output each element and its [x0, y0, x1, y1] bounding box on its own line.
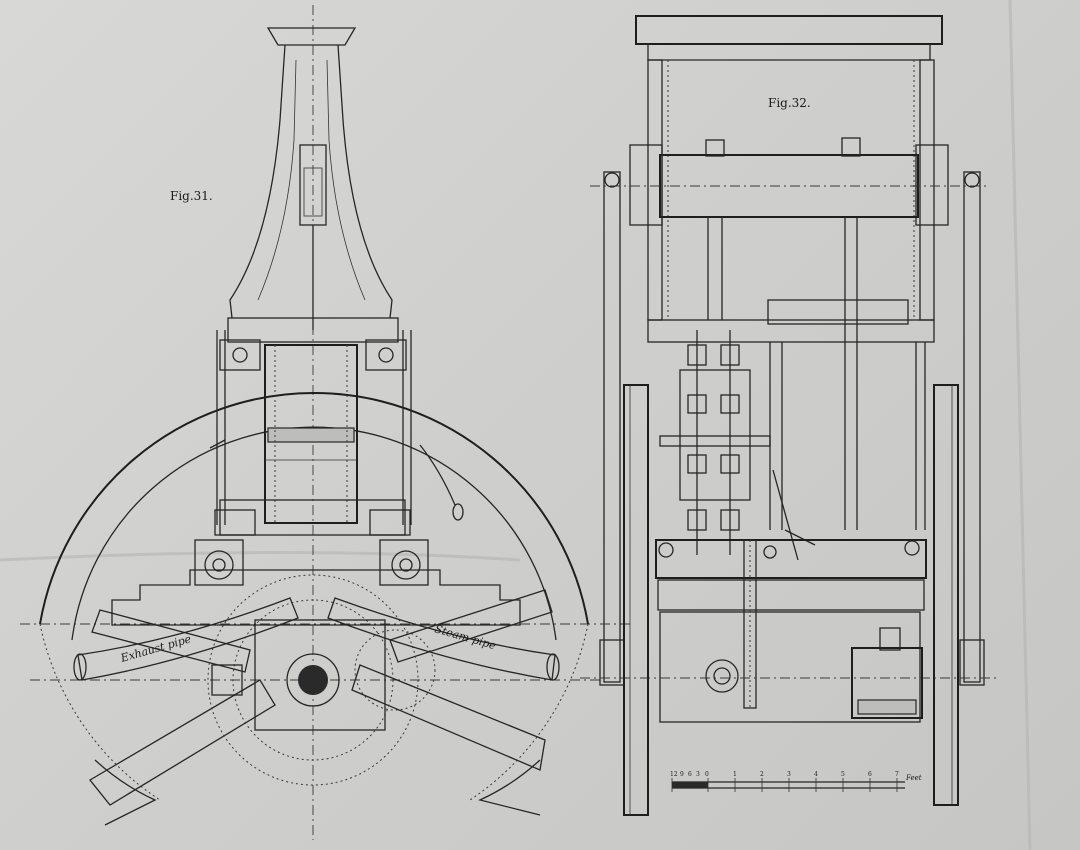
scale-tick-label: 9 — [680, 771, 684, 778]
scale-tick-label: 12 — [670, 771, 678, 778]
scale-bar: 12 9 6 3 0 1 2 3 4 5 6 7 Feet — [670, 771, 922, 792]
fig32-label: Fig.32. — [768, 96, 811, 110]
fig31-drawing — [20, 5, 630, 840]
exhaust-pipe-label: Exhaust pipe — [118, 632, 193, 665]
scale-tick-label: 3 — [787, 771, 791, 778]
scale-tick-label: 0 — [705, 771, 709, 778]
scale-tick-label: 4 — [814, 771, 818, 778]
fig32-drawing: 12 9 6 3 0 1 2 3 4 5 6 7 Feet — [580, 15, 1000, 816]
scale-tick-label: 1 — [733, 771, 737, 778]
scale-tick-label: 6 — [688, 771, 692, 778]
scale-tick-label: 3 — [696, 771, 700, 778]
scale-tick-label: 6 — [868, 771, 872, 778]
scale-unit-label: Feet — [905, 774, 922, 782]
scale-tick-label: 5 — [841, 771, 845, 778]
scale-tick-label: 2 — [760, 771, 764, 778]
paper-fold — [1008, 0, 1032, 850]
scale-tick-label: 7 — [895, 771, 899, 778]
paper-fold — [0, 551, 521, 562]
fig31-label: Fig.31. — [170, 189, 213, 203]
